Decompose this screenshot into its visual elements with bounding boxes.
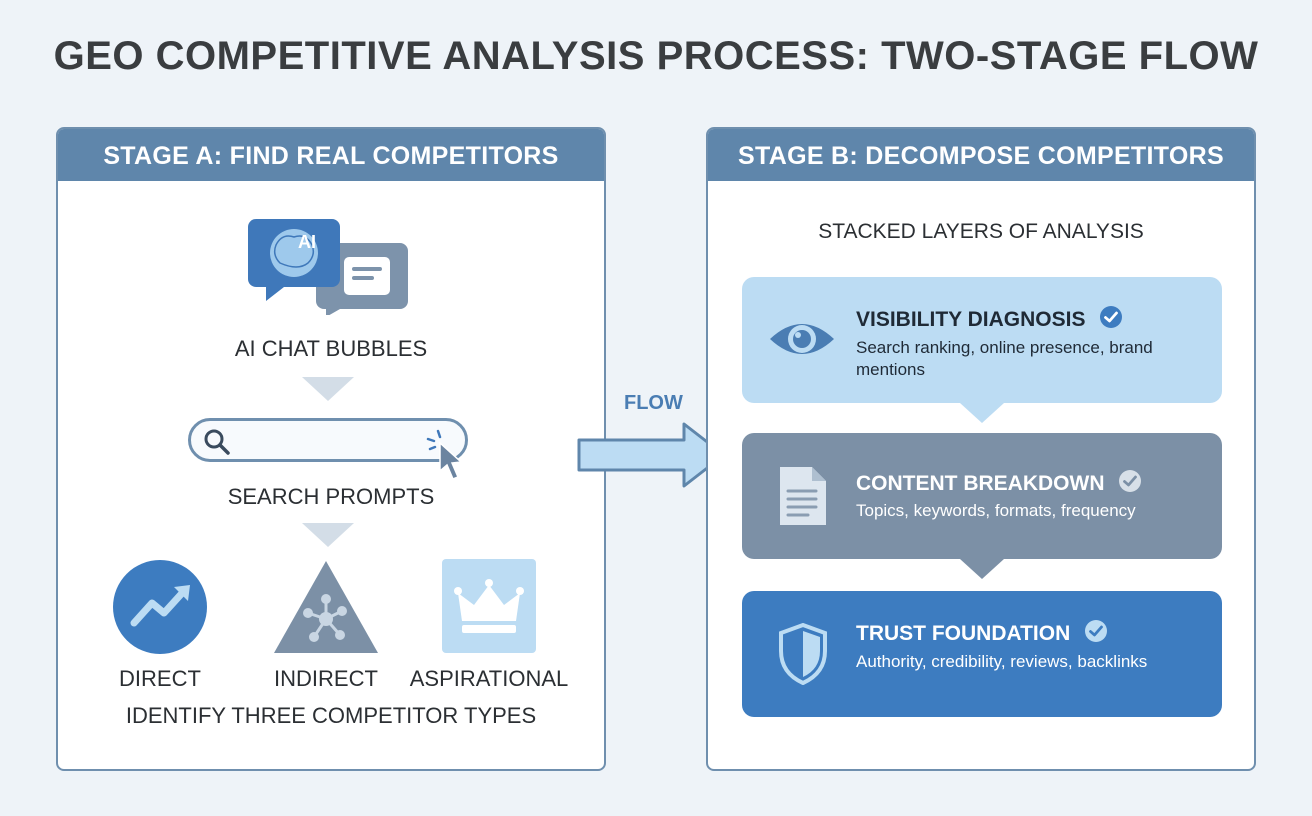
layer-trust-foundation[interactable]: TRUST FOUNDATION Authority, credibility,… [742, 591, 1222, 717]
arrow-down-2 [302, 523, 354, 547]
search-prompt-bar[interactable] [188, 418, 468, 462]
trending-up-icon [113, 560, 207, 654]
type-label-indirect: INDIRECT [274, 666, 378, 691]
layer-connector [960, 403, 1004, 423]
layer-description: Topics, keywords, formats, frequency [856, 501, 1136, 520]
page-title: GEO COMPETITIVE ANALYSIS PROCESS: TWO-ST… [53, 34, 1259, 78]
search-prompts-label: SEARCH PROMPTS [227, 484, 435, 509]
check-icon [1085, 620, 1108, 642]
layer-content-breakdown[interactable]: CONTENT BREAKDOWN Topics, keywords, form… [742, 433, 1222, 579]
layer-title: VISIBILITY DIAGNOSIS [856, 308, 1086, 331]
type-label-direct: DIRECT [119, 666, 201, 691]
ai-chip-text: AI [298, 232, 316, 252]
type-label-aspirational: ASPIRATIONAL [409, 666, 569, 691]
layer-description: Authority, credibility, reviews, backlin… [856, 652, 1148, 671]
ai-chat-bubbles-icon [248, 219, 408, 315]
shield-icon [779, 623, 827, 685]
check-icon [1100, 306, 1123, 328]
stage-a-header: STAGE A: FIND REAL COMPETITORS [58, 129, 604, 181]
stage-b-subtitle: STACKED LAYERS OF ANALYSIS [818, 220, 1144, 243]
stage-b-panel: STAGE B: DECOMPOSE COMPETITORS STACKED L… [706, 127, 1256, 771]
network-triangle-icon [274, 561, 378, 653]
flow-arrow-icon [577, 422, 726, 488]
search-icon [204, 429, 230, 455]
stage-a-panel: STAGE A: FIND REAL COMPETITORS AI AI CHA… [56, 127, 606, 771]
eye-icon [770, 324, 834, 354]
stage-b-header: STAGE B: DECOMPOSE COMPETITORS [708, 129, 1254, 181]
arrow-down-1 [302, 377, 354, 401]
cursor-click-icon [426, 429, 463, 480]
layer-title: TRUST FOUNDATION [856, 622, 1071, 645]
layer-connector [960, 559, 1004, 579]
competitor-types-caption: IDENTIFY THREE COMPETITOR TYPES [125, 703, 537, 728]
flow-label: FLOW [624, 392, 683, 414]
crown-icon [442, 559, 536, 653]
layer-visibility-diagnosis[interactable]: VISIBILITY DIAGNOSIS Search ranking, onl… [742, 277, 1222, 423]
layer-title: CONTENT BREAKDOWN [856, 472, 1105, 495]
layer-description: Search ranking, online presence, brand m… [856, 338, 1153, 379]
check-icon [1119, 470, 1142, 492]
chat-bubbles-label: AI CHAT BUBBLES [234, 336, 428, 361]
document-icon [780, 467, 826, 525]
